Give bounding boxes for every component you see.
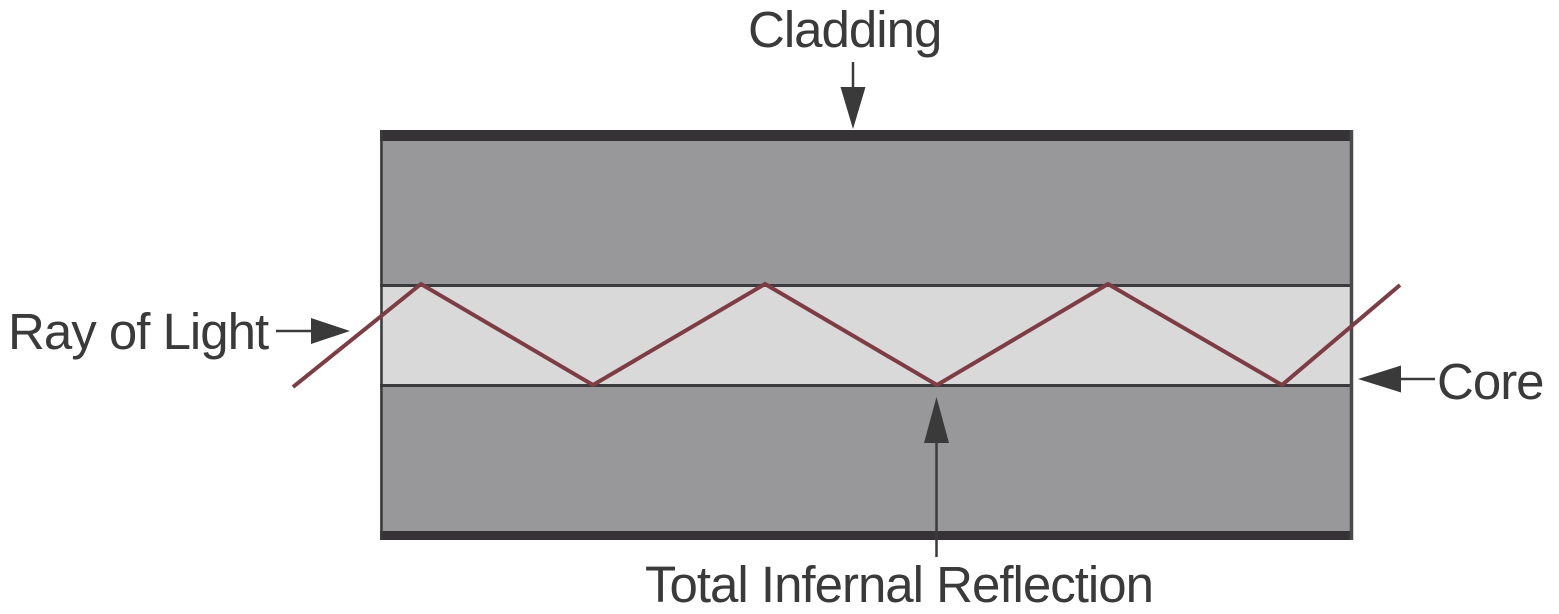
ray-of-light-arrow — [276, 318, 350, 344]
ray-of-light-line — [291, 281, 1402, 389]
total-internal-reflection-arrow — [924, 397, 949, 557]
cladding-arrow — [840, 62, 866, 129]
cladding-arrowhead-icon — [840, 87, 866, 129]
cladding-label: Cladding — [748, 1, 942, 58]
ray-of-light-label: Ray of Light — [8, 303, 269, 360]
fiber-top-edge-bar — [380, 130, 1353, 141]
ray-of-light-arrowhead-icon — [311, 318, 350, 344]
core-label: Core — [1437, 353, 1545, 410]
cladding-top-layer — [380, 141, 1353, 284]
core-arrow — [1358, 365, 1435, 393]
fiber-bottom-edge-bar — [380, 531, 1353, 540]
total-internal-reflection-label: Total Infernal Reflection — [645, 556, 1154, 613]
cladding-bottom-layer — [380, 386, 1353, 531]
total-internal-reflection-arrowhead-icon — [924, 397, 949, 443]
core-layer — [380, 284, 1353, 386]
core-arrowhead-icon — [1358, 365, 1401, 393]
